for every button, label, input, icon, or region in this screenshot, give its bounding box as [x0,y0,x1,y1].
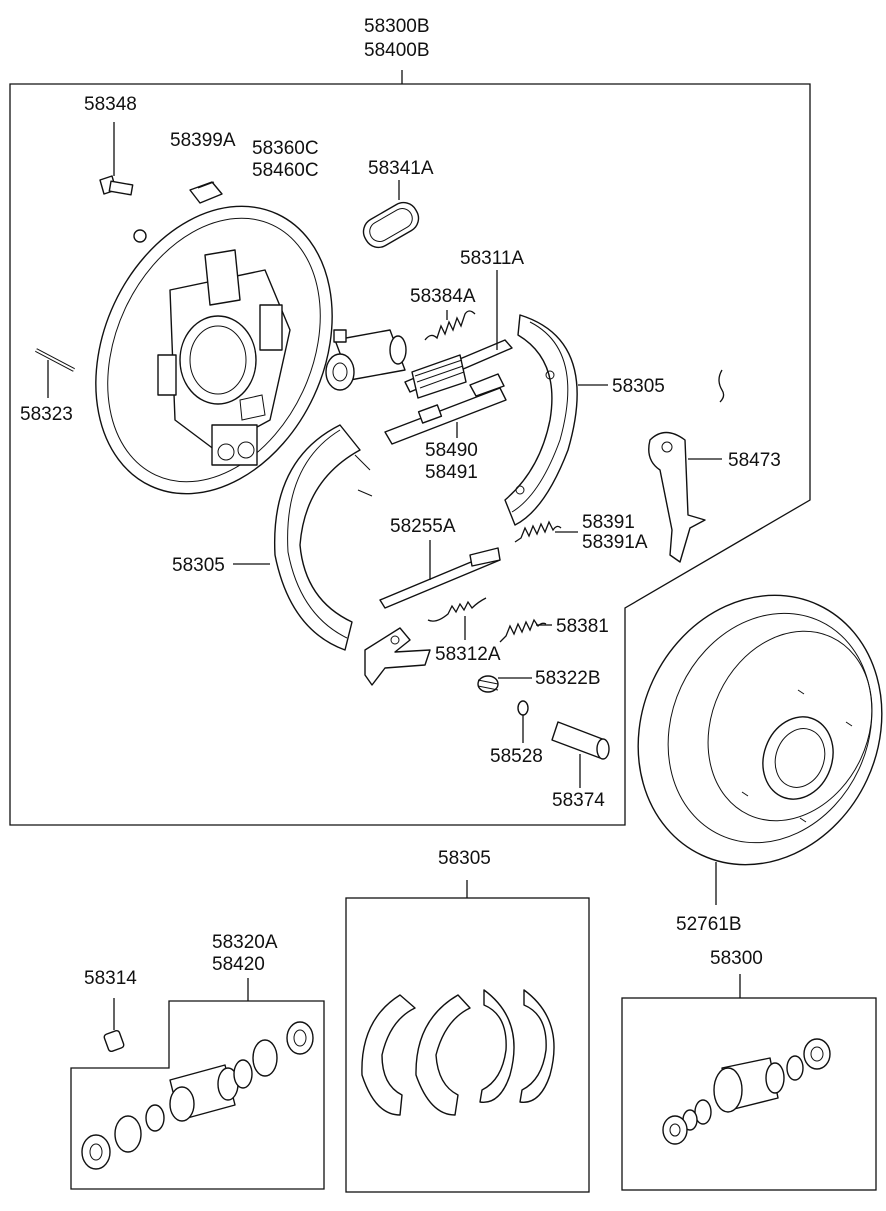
label-spring-upper: 58384A [410,286,476,307]
retainer-clip[interactable] [718,369,725,403]
label-cyl-kit-1: 58320A [212,932,278,953]
label-cyl-kit-right: 58300 [710,948,763,969]
label-sleeve: 58374 [552,790,605,811]
small-spring[interactable] [427,597,487,622]
plug-part[interactable] [189,181,223,204]
label-bleeder: 58314 [84,968,137,989]
label-adjuster-1: 58490 [425,440,478,461]
part-labels: 58300B 58400B 58348 58399A 58360C 58460C… [20,16,781,989]
brake-shoe-right[interactable] [504,314,578,526]
label-drum: 52761B [676,914,742,935]
upper-spring[interactable] [424,310,476,341]
label-bolt: 58348 [84,94,137,115]
label-assy-rear: 58400B [364,40,430,61]
label-plate-2: 58460C [252,160,319,181]
label-assy-front: 58300B [364,16,430,37]
label-shoe-left: 58305 [172,555,225,576]
lower-spring[interactable] [514,520,562,543]
cylinder-kit-right-frame [621,997,877,1191]
brake-shoe-left[interactable] [273,424,373,651]
wheel-cylinder[interactable] [325,329,407,391]
label-lever-pin: 58473 [728,450,781,471]
label-spring-small: 58312A [435,644,501,665]
label-spring-lower-2: 58391A [582,532,648,553]
main-assembly-frame [9,83,811,826]
label-seal: 58341A [368,158,434,179]
cylinder-kit-frame [70,1000,325,1190]
label-spring-lower-1: 58391 [582,512,635,533]
pin-part[interactable] [35,348,75,372]
strut-part[interactable] [404,339,513,399]
label-adjuster-2: 58491 [425,462,478,483]
label-plug: 58399A [170,130,236,151]
label-plate-1: 58360C [252,138,319,159]
adjuster-part[interactable] [384,373,507,445]
washer-part[interactable] [517,700,529,716]
label-shoe-kit: 58305 [438,848,491,869]
spring-cup[interactable] [477,675,499,693]
backing-plate[interactable] [51,168,377,533]
bolt-part[interactable] [99,175,147,243]
label-lever: 58255A [390,516,456,537]
label-spring-mid: 58381 [556,616,609,637]
shoe-kit-parts[interactable] [361,989,555,1116]
label-washer: 58528 [490,746,543,767]
label-strut: 58311A [460,248,524,269]
bleeder-screw[interactable] [103,1029,125,1053]
wheel-cylinder-kit-right[interactable] [662,1038,831,1145]
label-pin: 58323 [20,404,73,425]
lever-plate[interactable] [364,627,431,686]
mid-spring[interactable] [499,618,547,643]
label-cyl-kit-2: 58420 [212,954,265,975]
seal-part[interactable] [358,198,423,253]
adjuster-lever[interactable] [379,547,501,609]
brake-drum[interactable] [595,555,886,905]
wheel-cylinder-kit[interactable] [81,1021,314,1170]
label-shoe-right: 58305 [612,376,665,397]
parking-lever[interactable] [648,431,706,563]
sleeve-part[interactable] [551,721,610,760]
label-spring-cup: 58322B [535,668,601,689]
